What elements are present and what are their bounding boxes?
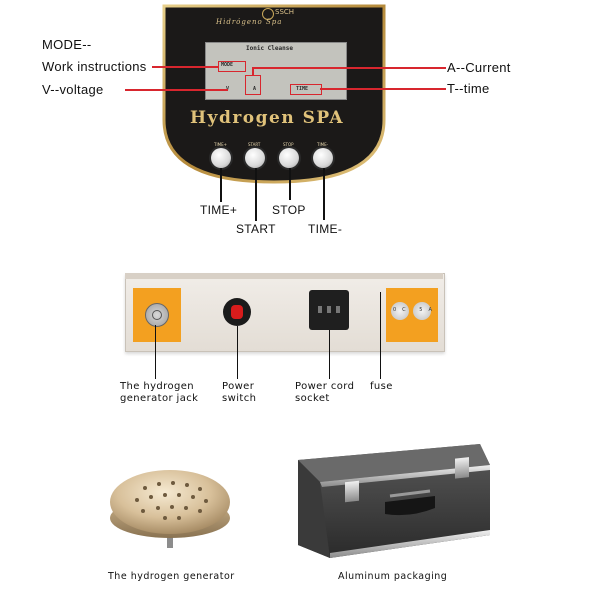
socket-pin-icon bbox=[336, 306, 340, 313]
callout-line-current-v bbox=[252, 67, 254, 76]
caption-socket-line1: Power cord bbox=[295, 381, 355, 392]
caption-jack: The hydrogen generator jack bbox=[120, 381, 220, 405]
label-stop: STOP bbox=[272, 203, 306, 217]
callout-line-time bbox=[320, 88, 446, 90]
callout-line-current-h bbox=[252, 67, 446, 69]
label-time-minus: TIME- bbox=[308, 222, 343, 236]
caption-switch-line2: switch bbox=[222, 393, 257, 404]
caption-fuse: fuse bbox=[370, 381, 410, 393]
caption-socket-line2: socket bbox=[295, 393, 330, 404]
lcd-a-text: A bbox=[253, 86, 257, 92]
generator-caption: The hydrogen generator bbox=[108, 571, 235, 582]
caption-switch-line1: Power bbox=[222, 381, 255, 392]
caption-jack-line2: generator jack bbox=[120, 393, 199, 404]
brand-logo-icon bbox=[262, 8, 274, 20]
start-button-tiny-label: START bbox=[248, 142, 261, 147]
callout-line-stop bbox=[289, 168, 291, 200]
callout-line-fuse bbox=[380, 292, 382, 379]
power-switch-rocker bbox=[231, 305, 243, 319]
case-caption: Aluminum packaging bbox=[338, 571, 448, 582]
lcd-mode-text: MODE bbox=[221, 62, 234, 68]
socket-pin-icon bbox=[327, 306, 331, 313]
jack-pin-icon bbox=[152, 310, 162, 320]
callout-label-mode: MODE-- bbox=[42, 37, 92, 52]
caption-jack-line1: The hydrogen bbox=[120, 381, 195, 392]
lcd-a-box bbox=[245, 75, 261, 95]
label-start: START bbox=[236, 222, 276, 236]
callout-line-work bbox=[152, 66, 218, 68]
callout-line-time-plus bbox=[220, 168, 222, 202]
caption-switch: Power switch bbox=[222, 381, 282, 405]
start-button[interactable] bbox=[245, 148, 265, 168]
callout-line-voltage bbox=[125, 89, 228, 91]
aluminum-case-image bbox=[290, 440, 495, 560]
stop-button-tiny-label: STOP bbox=[283, 142, 294, 147]
callout-label-time: T--time bbox=[447, 81, 490, 96]
time-minus-button-tiny-label: TIME- bbox=[317, 142, 329, 147]
callout-line-socket bbox=[329, 330, 331, 379]
lcd-heading: Ionic Cleanse bbox=[246, 45, 293, 52]
callout-label-work-instructions: Work instructions bbox=[42, 59, 147, 74]
socket-pin-icon bbox=[318, 306, 322, 313]
callout-label-current: A--Current bbox=[447, 60, 511, 75]
brand-name: SSCH bbox=[275, 8, 295, 16]
lcd-time-text: TIME bbox=[296, 86, 309, 92]
stop-button[interactable] bbox=[279, 148, 299, 168]
product-name: Hydrogen SPA bbox=[190, 108, 345, 128]
panel-top-title: Hidrógeno Spa bbox=[216, 18, 283, 26]
lcd-time-box bbox=[290, 84, 322, 95]
callout-line-jack bbox=[155, 325, 157, 379]
time-minus-button[interactable] bbox=[313, 148, 333, 168]
hydrogen-generator-image bbox=[105, 460, 235, 555]
caption-fuse-line1: fuse bbox=[370, 381, 393, 392]
label-time-plus: TIME+ bbox=[200, 203, 238, 217]
lcd-mode-box bbox=[218, 61, 246, 72]
fuse-text: 0C 5A bbox=[393, 307, 438, 313]
callout-line-start bbox=[255, 168, 257, 221]
fuse-holder-icon bbox=[391, 302, 409, 320]
fuse-holder-icon bbox=[413, 302, 431, 320]
callout-line-time-minus bbox=[323, 168, 325, 220]
callout-label-voltage: V--voltage bbox=[42, 82, 104, 97]
caption-socket: Power cord socket bbox=[295, 381, 375, 405]
time-plus-button[interactable] bbox=[211, 148, 231, 168]
back-panel-top-strip bbox=[125, 273, 443, 279]
callout-line-switch bbox=[237, 326, 239, 379]
time-plus-button-tiny-label: TIME+ bbox=[214, 142, 227, 147]
